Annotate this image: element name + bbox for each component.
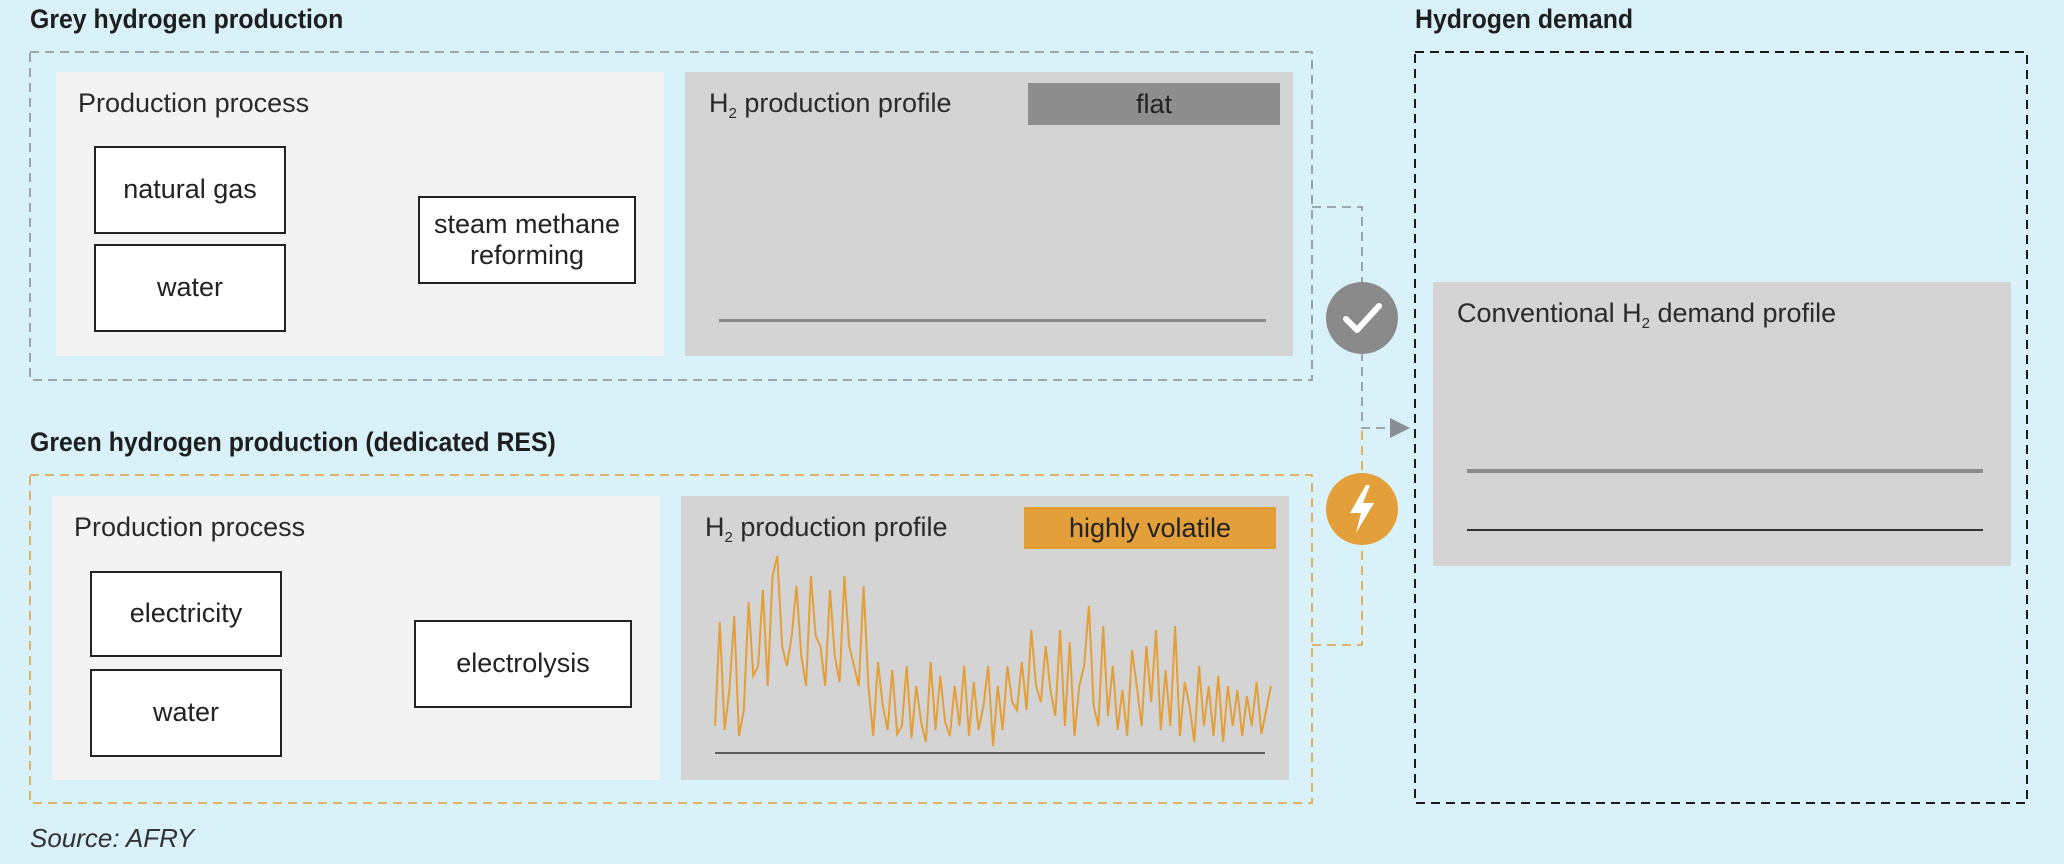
grey-flat-profile-line — [719, 319, 1266, 322]
checkmark-icon — [1326, 282, 1398, 354]
arrow-right-icon — [1390, 418, 1410, 438]
grey-process-smr: steam methane reforming — [418, 196, 636, 284]
green-profile-title: H2 production profile — [705, 512, 948, 546]
volatile-profile-line — [714, 555, 1272, 747]
green-connector — [1312, 428, 1363, 646]
grey-input-natural-gas: natural gas — [94, 146, 286, 234]
grey-frame — [29, 51, 1313, 381]
green-frame — [29, 474, 1313, 804]
source-note: Source: AFRY — [30, 823, 195, 853]
grey-input-water: water — [94, 244, 286, 332]
green-profile-tag: highly volatile — [1024, 507, 1276, 549]
green-section-title: Green hydrogen production (dedicated RES… — [30, 427, 556, 457]
demand-frame — [1414, 51, 2028, 804]
grey-connector — [1312, 206, 1395, 429]
demand-flat-profile-line — [1467, 469, 1983, 473]
volatile-profile-chart — [714, 555, 1272, 754]
grey-profile-title: H2 production profile — [709, 88, 952, 122]
green-input-electricity: electricity — [90, 571, 282, 657]
demand-profile-panel: Conventional H2 demand profile — [1433, 282, 2011, 566]
green-process-electrolysis: electrolysis — [414, 620, 632, 708]
demand-baseline — [1467, 529, 1983, 531]
grey-profile-panel: H2 production profile flat — [685, 72, 1293, 356]
grey-process-title: Production process — [78, 88, 310, 118]
green-process-title: Production process — [74, 512, 306, 542]
green-input-water: water — [90, 669, 282, 757]
grey-profile-tag: flat — [1028, 83, 1280, 125]
lightning-icon — [1326, 473, 1398, 545]
green-profile-panel: H2 production profile highly volatile — [681, 496, 1289, 780]
demand-section-title: Hydrogen demand — [1415, 4, 1634, 34]
grey-section-title: Grey hydrogen production — [30, 4, 344, 34]
demand-profile-title: Conventional H2 demand profile — [1457, 298, 1837, 332]
